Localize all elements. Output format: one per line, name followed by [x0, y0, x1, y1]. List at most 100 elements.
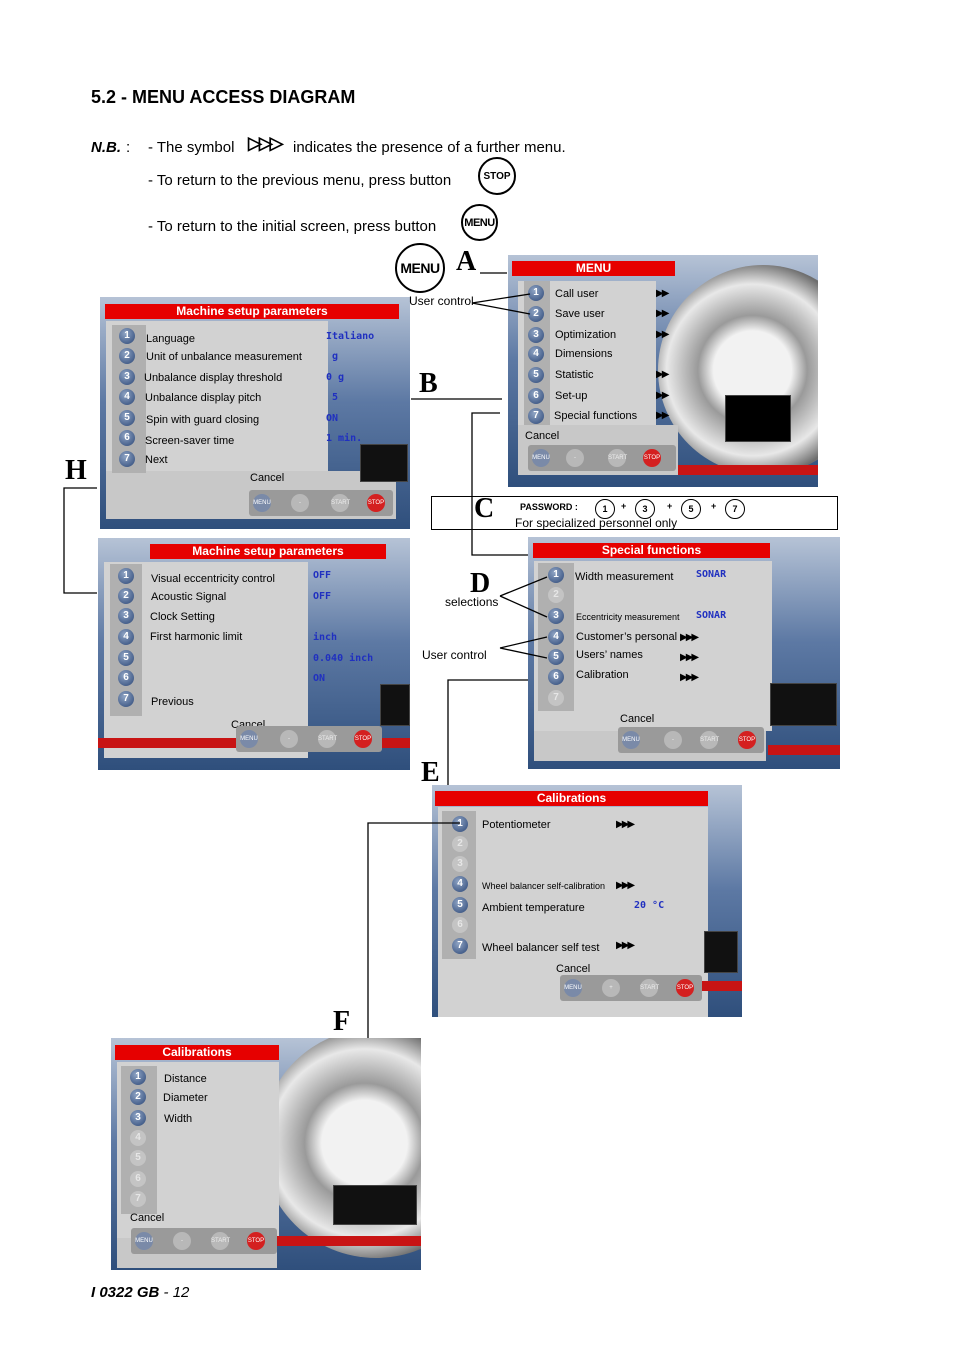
menu-button-a-icon: MENU	[395, 243, 445, 293]
toolbar-stop-button[interactable]: STOP	[247, 1232, 265, 1250]
password-caption: For specialized personnel only	[515, 516, 678, 530]
toolbar-stop-button[interactable]: STOP	[354, 730, 372, 748]
menu-item-setup[interactable]: Set-up	[555, 390, 588, 402]
calib2-cancel[interactable]: Cancel	[130, 1212, 165, 1224]
toolbar-stop-button[interactable]: STOP	[367, 494, 385, 512]
toolbar-menu-button[interactable]: MENU	[240, 730, 258, 748]
plus-sign: +	[667, 501, 673, 511]
calib2-item-diameter[interactable]: Diameter	[163, 1092, 208, 1104]
menu-item-optimization[interactable]: Optimization	[555, 329, 617, 341]
setup1-value-screensaver: 1 min.	[326, 433, 363, 444]
page-footer: I 0322 GB - 12	[91, 1284, 189, 1301]
toolbar-menu-button[interactable]: MENU	[622, 731, 640, 749]
label-a: A	[456, 246, 477, 277]
password-key-5: 5	[681, 499, 701, 519]
plus-sign: +	[711, 501, 717, 511]
setup1-value-language: Italiano	[326, 331, 375, 342]
toolbar-stop-button[interactable]: STOP	[676, 979, 694, 997]
note-line2: - To return to the previous menu, press …	[148, 172, 452, 189]
note-line1-start: - The symbol	[148, 139, 235, 156]
toolbar-stop-button[interactable]: STOP	[738, 731, 756, 749]
setup1-value-pitch: 5	[332, 392, 339, 403]
toolbar-start-button[interactable]: START	[700, 731, 719, 749]
toolbar-start-button[interactable]: START	[318, 730, 337, 748]
toolbar-minus-button[interactable]: -	[173, 1232, 191, 1250]
password-box	[431, 496, 838, 530]
setup1-item-pitch[interactable]: Unbalance display pitch	[145, 392, 262, 404]
setup2-item-harmonic[interactable]: First harmonic limit	[150, 631, 243, 643]
toolbar-minus-button[interactable]: -	[280, 730, 298, 748]
toolbar-start-button[interactable]: START	[608, 449, 627, 467]
toolbar-start-button[interactable]: START	[640, 979, 659, 997]
toolbar-menu-button[interactable]: MENU	[564, 979, 582, 997]
calib2-item-distance[interactable]: Distance	[164, 1073, 207, 1085]
setup-screen-2: Machine setup parameters 1 2 3 4 5 6 7 V…	[98, 538, 410, 770]
menu-cancel[interactable]: Cancel	[525, 430, 560, 442]
setup2-item-clock[interactable]: Clock Setting	[150, 611, 215, 623]
calib1-cancel[interactable]: Cancel	[556, 963, 591, 975]
setup2-item-eccentricity[interactable]: Visual eccentricity control	[151, 573, 275, 585]
submenu-arrow-icon: ▶▶▶	[680, 672, 699, 683]
toolbar-stop-button[interactable]: STOP	[643, 449, 661, 467]
setup2-item-previous[interactable]: Previous	[151, 696, 194, 708]
toolbar-menu-button[interactable]: MENU	[532, 449, 550, 467]
toolbar-menu-button[interactable]: MENU	[253, 494, 271, 512]
label-b: B	[419, 368, 438, 399]
calib2-item-width[interactable]: Width	[164, 1113, 193, 1125]
toolbar-menu-button[interactable]: MENU	[135, 1232, 153, 1250]
setup1-item-screensaver[interactable]: Screen-saver time	[145, 435, 235, 447]
setup2-value-eccentricity: OFF	[313, 570, 332, 581]
further-menu-symbol-icon: ▷▷▷	[248, 133, 283, 153]
setup1-cancel[interactable]: Cancel	[250, 472, 285, 484]
special-cancel[interactable]: Cancel	[620, 713, 655, 725]
setup2-title: Machine setup parameters	[150, 544, 386, 559]
toolbar-plus-button[interactable]: +	[602, 979, 620, 997]
submenu-arrow-icon: ▶▶	[656, 329, 669, 340]
submenu-arrow-icon: ▶▶	[656, 390, 669, 401]
submenu-arrow-icon: ▶▶▶	[680, 652, 699, 663]
setup1-item-threshold[interactable]: Unbalance display threshold	[144, 372, 283, 384]
label-d: D	[470, 568, 491, 599]
label-h: H	[65, 455, 87, 486]
setup1-value-spin: ON	[326, 413, 339, 424]
toolbar-start-button[interactable]: START	[331, 494, 350, 512]
toolbar-start-button[interactable]: START	[211, 1232, 230, 1250]
calib1-value-temperature: 20 °C	[634, 900, 665, 911]
calib1-item-potentiometer[interactable]: Potentiometer	[482, 819, 551, 831]
menu-item-special-functions[interactable]: Special functions	[554, 410, 638, 422]
password-label: PASSWORD :	[520, 502, 578, 512]
calib1-item-temperature[interactable]: Ambient temperature	[482, 902, 585, 914]
setup1-item-language[interactable]: Language	[146, 333, 195, 345]
calib1-item-self-test[interactable]: Wheel balancer self test	[482, 942, 600, 954]
setup2-item-acoustic[interactable]: Acoustic Signal	[151, 591, 227, 603]
setup2-value-harmonic: 0.040 inch	[313, 653, 374, 664]
menu-item-statistic[interactable]: Statistic	[555, 369, 594, 381]
menu-item-dimensions[interactable]: Dimensions	[555, 348, 613, 360]
selections-annotation: selections	[445, 595, 499, 609]
setup1-item-unit[interactable]: Unit of unbalance measurement	[146, 351, 302, 363]
special-item-users[interactable]: Users’ names	[576, 649, 643, 661]
special-item-width[interactable]: Width measurement	[575, 571, 674, 583]
setup2-value-last: ON	[313, 673, 326, 684]
special-item-customer[interactable]: Customer’s personal	[576, 631, 678, 643]
special-item-eccentricity[interactable]: Eccentricity measurement	[576, 612, 680, 622]
password-key-3: 3	[635, 499, 655, 519]
toolbar-minus-button[interactable]: -	[566, 449, 584, 467]
setup1-item-next[interactable]: Next	[145, 454, 168, 466]
toolbar-minus-button[interactable]: -	[664, 731, 682, 749]
toolbar-minus-button[interactable]: -	[291, 494, 309, 512]
calibrations-screen: Calibrations 1 2 3 4 5 6 7 Potentiometer…	[432, 785, 742, 1017]
special-item-calibration[interactable]: Calibration	[576, 669, 629, 681]
setup1-title: Machine setup parameters	[105, 304, 399, 319]
calib1-item-self-calibration[interactable]: Wheel balancer self-calibration	[482, 881, 606, 891]
submenu-arrow-icon: ▶▶	[656, 288, 669, 299]
plus-sign: +	[621, 501, 627, 511]
menu-screen-title: MENU	[512, 261, 675, 276]
menu-item-save-user[interactable]: Save user	[555, 308, 605, 320]
password-key-1: 1	[595, 499, 615, 519]
setup1-item-spin-guard[interactable]: Spin with guard closing	[146, 414, 260, 426]
menu-item-call-user[interactable]: Call user	[555, 288, 599, 300]
note-line1-end: indicates the presence of a further menu…	[293, 139, 566, 156]
setup1-value-unit: g	[332, 351, 339, 362]
